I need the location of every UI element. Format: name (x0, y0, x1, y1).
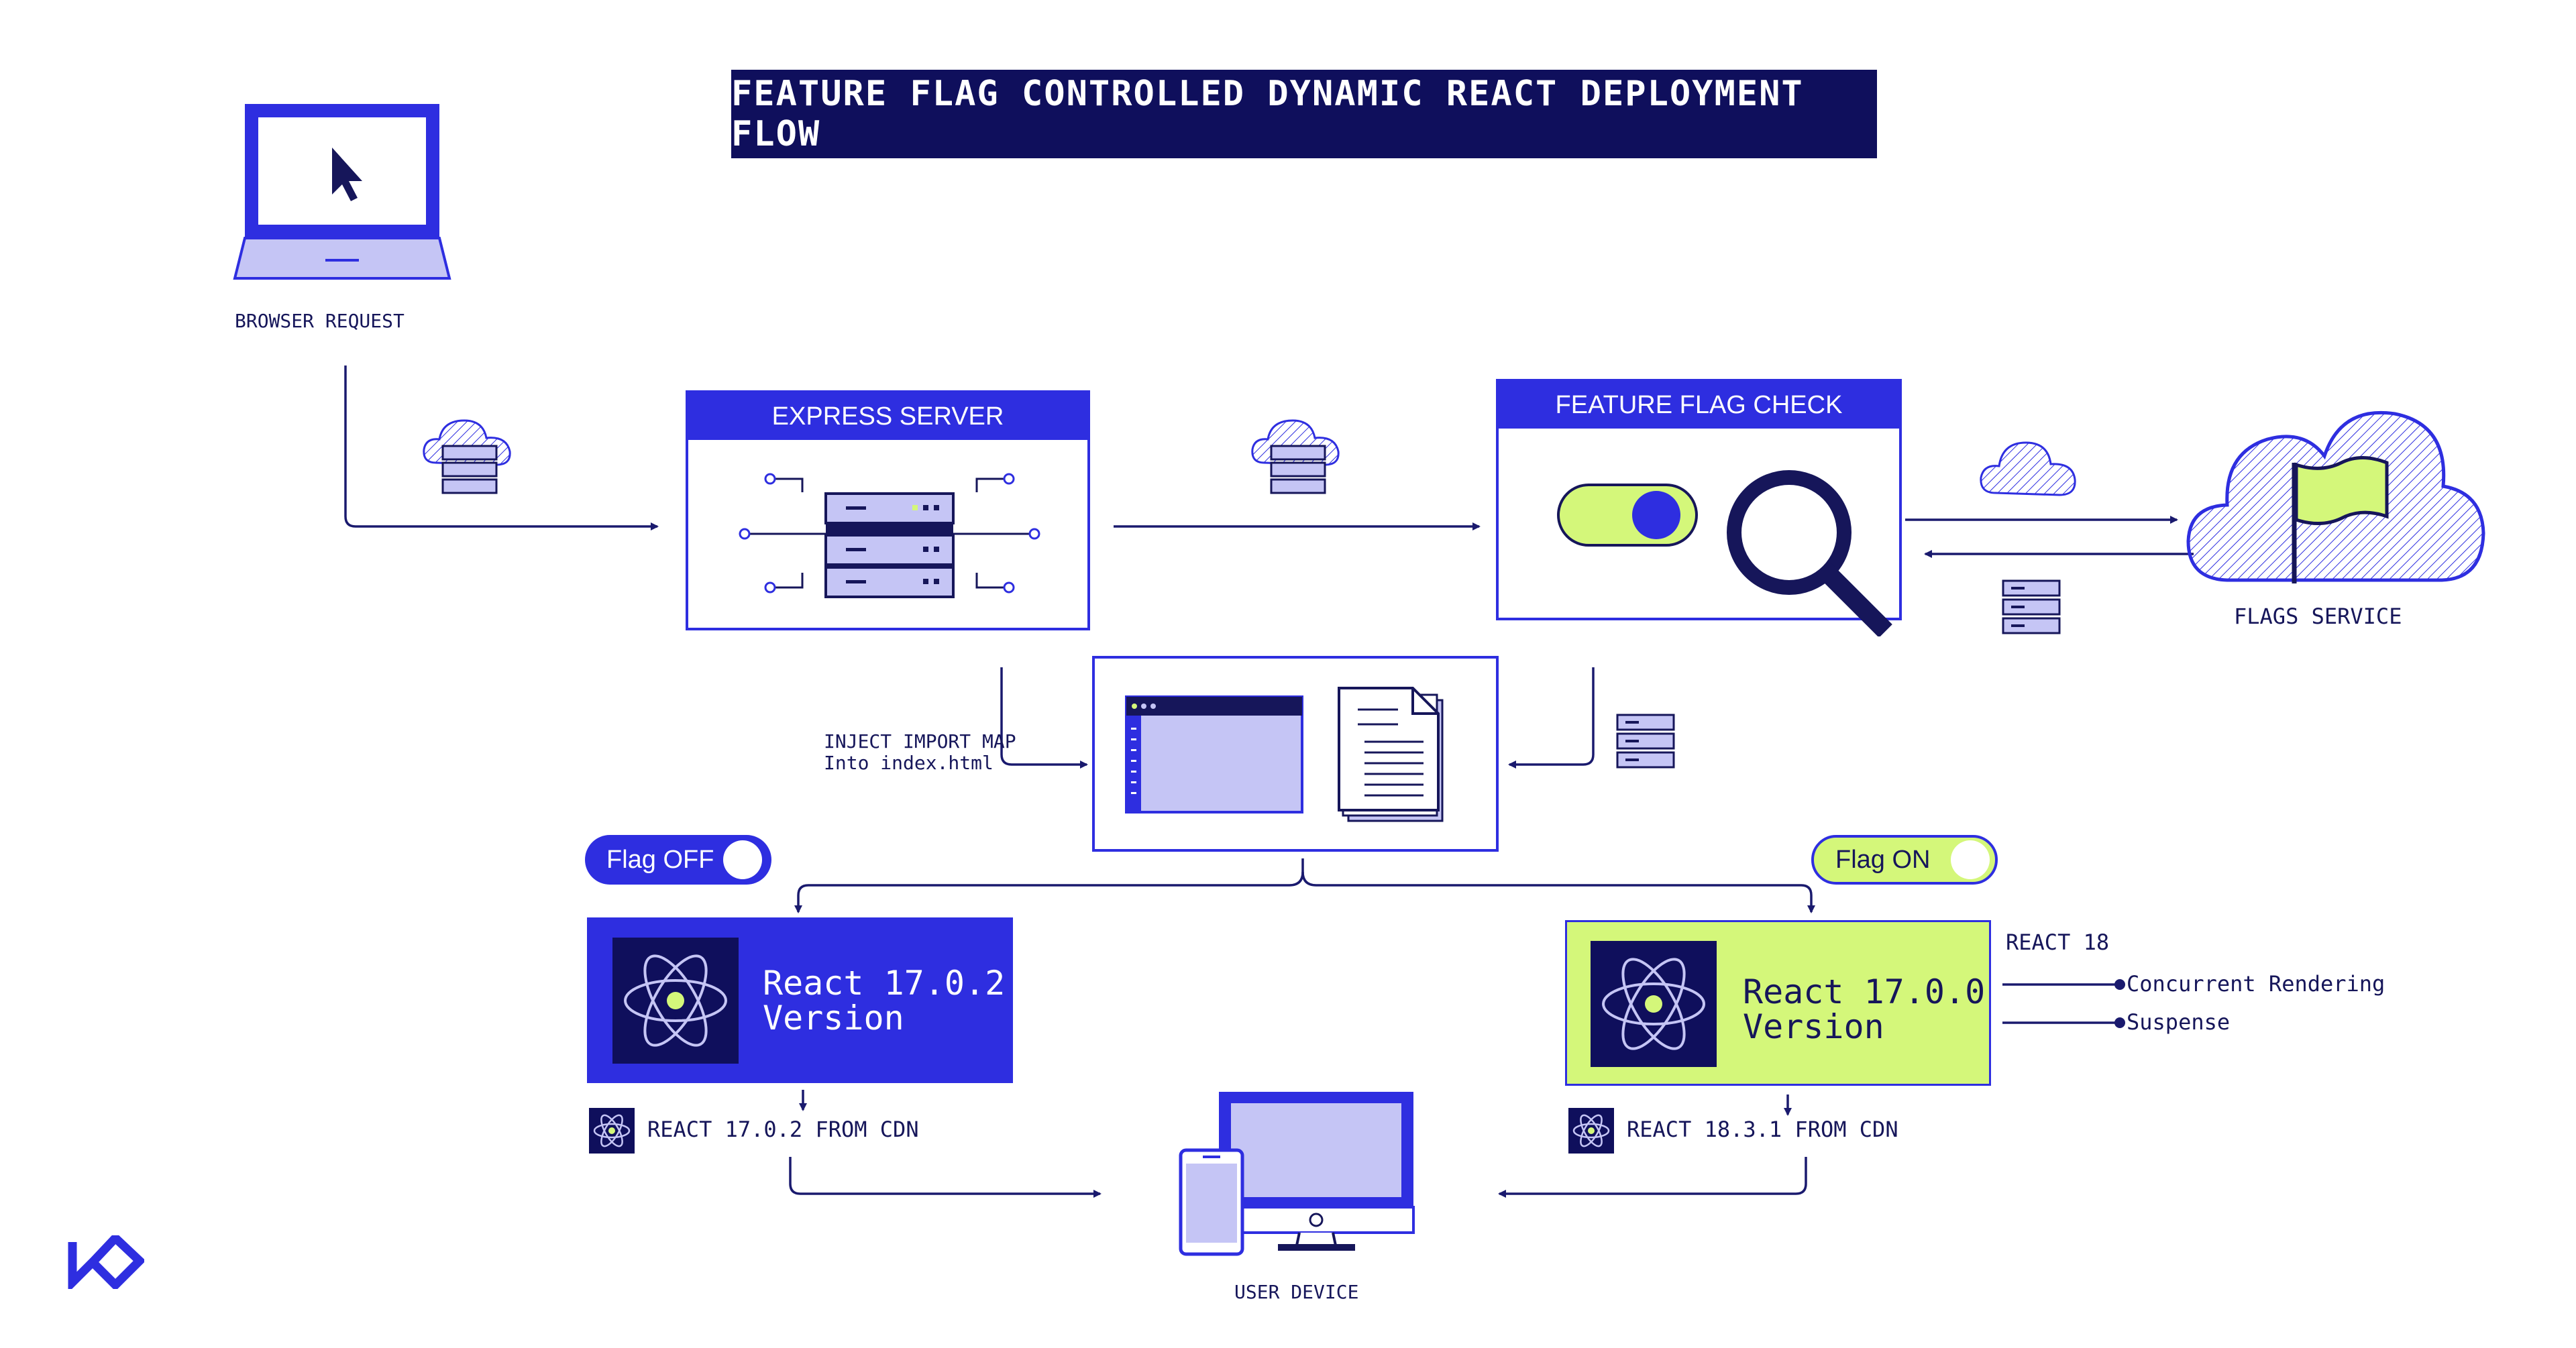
cloud-icon (1980, 441, 2076, 496)
react-atom-icon-small (589, 1108, 635, 1154)
cloud-server-icon-2 (1251, 419, 1340, 494)
feature-suspense: Suspense (2127, 1009, 2231, 1035)
react-left-title: React 17.0.2 Version (763, 966, 1005, 1035)
flag-off-label: Flag OFF (606, 845, 714, 874)
cloud-server-icon (423, 419, 511, 494)
toggle-icon (1557, 484, 1698, 547)
server-stack-icon (2002, 579, 2061, 634)
react-right-line1: React 17.0.0 (1743, 972, 1986, 1011)
toggle-knob (723, 840, 762, 879)
react-atom-icon (624, 954, 727, 1047)
inject-label-line1: INJECT IMPORT MAP (824, 730, 1016, 752)
flags-service-label: FLAGS SERVICE (2234, 604, 2402, 629)
flag-off-toggle[interactable]: Flag OFF (585, 835, 771, 885)
flag-on-label: Flag ON (1835, 845, 1931, 874)
logo-icon (68, 1235, 144, 1289)
edge-express-to-inject (1000, 667, 1088, 769)
server-rack-icon (739, 473, 1040, 598)
edge-inject-split-right (1301, 871, 1815, 913)
react-left-line1: React 17.0.2 (763, 964, 1006, 1003)
flag-on-toggle[interactable]: Flag ON (1811, 835, 1998, 885)
cdn-right-label: REACT 18.3.1 FROM CDN (1627, 1117, 1898, 1142)
react-atom-icon-small-2 (1568, 1108, 1614, 1154)
toggle-knob (1951, 840, 1990, 879)
inject-label: INJECT IMPORT MAP Into index.html (824, 731, 1016, 774)
feature-concurrent-rendering: Concurrent Rendering (2127, 971, 2385, 997)
feature-flag-check-header: FEATURE FLAG CHECK (1499, 382, 1899, 429)
cdn-left-label: REACT 17.0.2 FROM CDN (647, 1117, 919, 1142)
react-atom-tile (612, 938, 739, 1064)
feature-flag-check-panel: FEATURE FLAG CHECK (1496, 379, 1902, 636)
react18-label: REACT 18 (2006, 930, 2110, 955)
document-icon (1338, 687, 1444, 822)
express-server-header: EXPRESS SERVER (688, 393, 1087, 440)
react-atom-icon (1602, 958, 1705, 1050)
magnifier-icon (1727, 470, 1892, 636)
user-device-icon (1179, 1092, 1415, 1256)
edge-cdn-left-to-device (789, 1157, 1102, 1198)
page-title: FEATURE FLAG CONTROLLED DYNAMIC REACT DE… (731, 70, 1877, 158)
import-map-panel (1092, 656, 1499, 852)
user-device-label: USER DEVICE (1234, 1281, 1359, 1303)
express-server-panel: EXPRESS SERVER (686, 390, 1090, 630)
edge-flagcheck-to-inject (1508, 667, 1595, 769)
browser-request-label: BROWSER REQUEST (235, 310, 405, 332)
laptop-icon (233, 104, 451, 280)
react-17-0-0-card: React 17.0.0 Version (1565, 920, 1991, 1086)
edge-cdn-right-to-device (1498, 1157, 1807, 1198)
react-atom-tile-2 (1591, 941, 1717, 1067)
inject-label-line2: Into index.html (824, 752, 994, 774)
edge-browser-to-express (344, 366, 659, 530)
react-left-line2: Version (763, 999, 904, 1037)
code-editor-icon (1125, 695, 1303, 813)
cloud-flag-icon (2186, 410, 2485, 583)
server-stack-icon-2 (1616, 714, 1675, 769)
react-right-title: React 17.0.0 Version (1743, 974, 1985, 1044)
edge-inject-split (794, 858, 1304, 913)
react-17-0-2-card: React 17.0.2 Version (587, 917, 1013, 1083)
react-right-line2: Version (1743, 1007, 1884, 1046)
